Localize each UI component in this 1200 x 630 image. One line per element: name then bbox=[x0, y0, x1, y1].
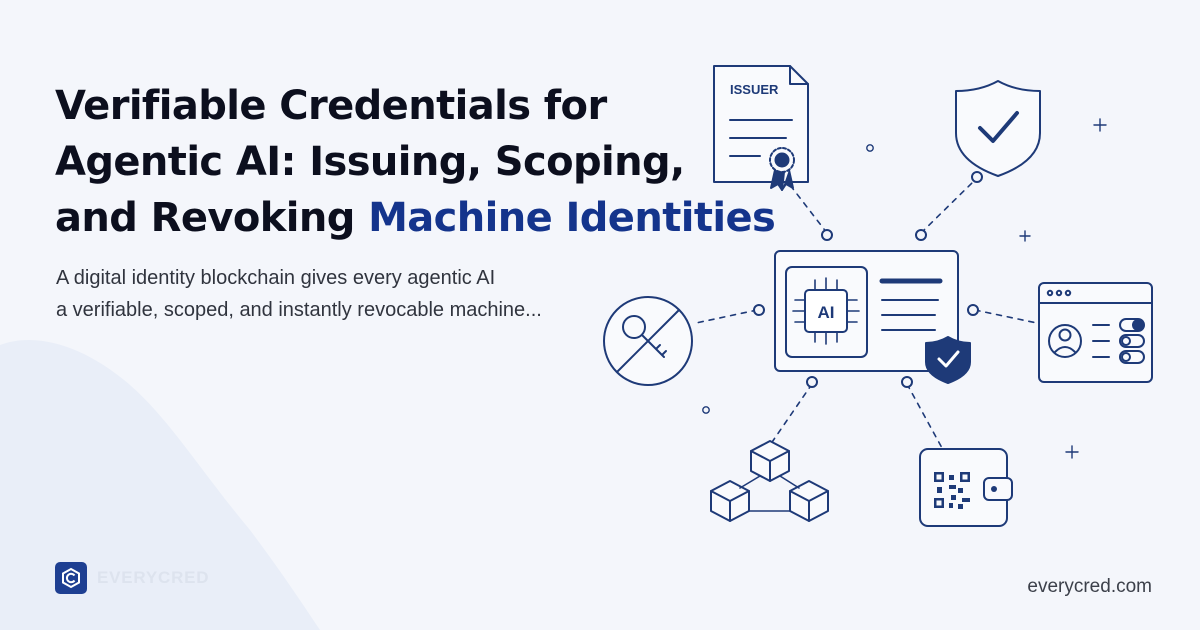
qr-wallet-icon bbox=[919, 448, 1013, 527]
subtitle-line-2: a verifiable, scoped, and instantly revo… bbox=[56, 299, 542, 321]
revoked-key-icon bbox=[603, 296, 693, 386]
connector-nodes bbox=[753, 171, 983, 388]
connector-lines bbox=[695, 179, 1038, 449]
brand-name: EVERYCRED bbox=[97, 568, 210, 587]
subtitle-line-1: A digital identity blockchain gives ever… bbox=[56, 267, 496, 289]
ai-credential-card bbox=[774, 250, 959, 372]
headline-line-3-lead: and Revoking bbox=[55, 195, 369, 241]
brand-mark-icon bbox=[55, 562, 87, 594]
shield-check-icon bbox=[955, 80, 1041, 177]
issuer-label: ISSUER bbox=[730, 82, 779, 97]
identity-network-illustration: ISSUER AI bbox=[603, 65, 1153, 527]
site-url[interactable]: everycred.com bbox=[1027, 576, 1152, 597]
headline-line-1: Verifiable Credentials for bbox=[55, 83, 607, 129]
profile-window-icon bbox=[1038, 282, 1153, 383]
verified-badge-icon bbox=[925, 336, 971, 384]
brand-logo[interactable]: EVERYCRED bbox=[55, 562, 209, 594]
subtitle: A digital identity blockchain gives ever… bbox=[56, 262, 616, 326]
headline: Verifiable Credentials for Agentic AI: I… bbox=[55, 78, 776, 246]
ai-chip-label: AI bbox=[818, 303, 835, 322]
issuer-document-icon bbox=[713, 65, 809, 191]
blockchain-cubes-icon bbox=[710, 440, 829, 522]
headline-line-3: and Revoking Machine Identities bbox=[55, 190, 776, 246]
headline-accent: Machine Identities bbox=[368, 195, 776, 241]
headline-line-2: Agentic AI: Issuing, Scoping, bbox=[55, 139, 685, 185]
